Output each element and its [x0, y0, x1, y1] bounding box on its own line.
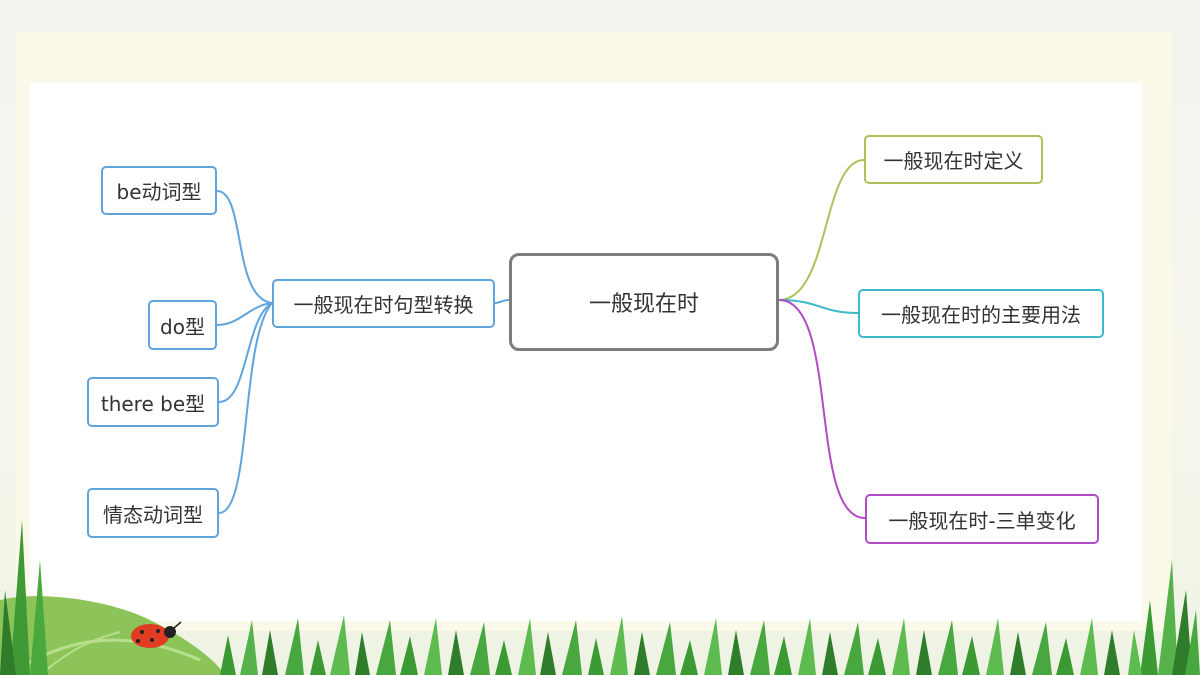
leaf-do-label: do型 [160, 314, 205, 339]
grass-strip-icon [220, 615, 1120, 675]
branch-third-person-change[interactable]: 一般现在时-三单变化 [865, 494, 1099, 544]
leaf-there-be[interactable]: there be型 [87, 377, 219, 427]
branch-main-usage[interactable]: 一般现在时的主要用法 [858, 289, 1104, 338]
leaf-be-verb-label: be动词型 [116, 180, 202, 204]
leaf-icon [0, 596, 225, 675]
connector-there-be [218, 302, 273, 403]
root-node[interactable]: 一般现在时 [509, 253, 779, 351]
branch-third-person-change-label: 一般现在时-三单变化 [888, 508, 1076, 533]
root-node-label: 一般现在时 [588, 292, 699, 317]
connector-third-person [778, 299, 866, 519]
branch-definition[interactable]: 一般现在时定义 [864, 135, 1043, 184]
ladybug-icon [131, 621, 182, 648]
branch-definition-label: 一般现在时定义 [883, 149, 1024, 173]
leaf-there-be-label: there be型 [100, 391, 206, 416]
leaf-do[interactable]: do型 [148, 300, 217, 350]
leaf-modal-verb[interactable]: 情态动词型 [87, 488, 219, 538]
connector-definition [778, 159, 865, 301]
connector-usage [778, 299, 859, 314]
connector-modal [218, 302, 273, 514]
leaf-modal-verb-label: 情态动词型 [103, 502, 203, 527]
connector-do [216, 302, 273, 326]
branch-sentence-conversion[interactable]: 一般现在时句型转换 [272, 279, 495, 328]
connector-be [216, 190, 273, 304]
connector-root-left [494, 299, 510, 304]
branch-main-usage-label: 一般现在时的主要用法 [881, 303, 1081, 327]
branch-sentence-conversion-label: 一般现在时句型转换 [293, 293, 474, 317]
leaf-be-verb[interactable]: be动词型 [101, 166, 217, 215]
